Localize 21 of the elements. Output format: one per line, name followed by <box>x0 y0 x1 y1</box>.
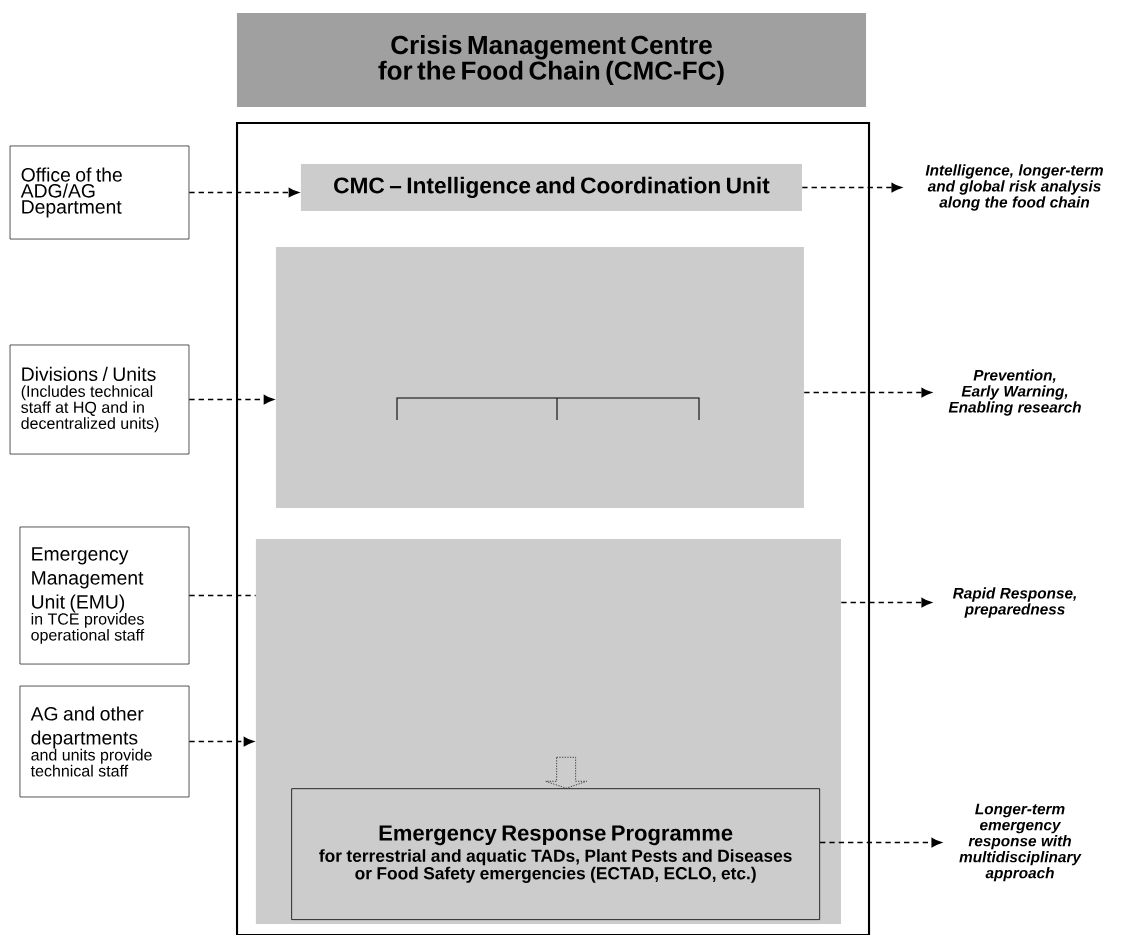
source-box: Office of the ADG/AG Department <box>9 145 190 240</box>
source-box: Emergency Management Unit (EMU) in TCE provides operational staff <box>19 526 190 665</box>
arrow <box>188 394 274 405</box>
panel-box <box>275 246 804 508</box>
source-box: AG and other departments and units provide technical staff <box>19 685 190 798</box>
outcome-text: Prevention, Early Warning, Enabling research <box>948 369 1081 416</box>
arrow <box>801 182 902 193</box>
arrow <box>188 736 254 747</box>
programme-box: Emergency Response Programme for terrestrial and aquatic TADs, Plant Pests and Diseases or Food Safety emergencies (ECTAD, ECLO, etc.) <box>291 788 821 920</box>
centre-frame <box>235 121 871 935</box>
title-banner: Crisis Management Centre for the Food Chain (CMC-FC) <box>236 13 867 107</box>
arrow <box>819 837 942 848</box>
outcome-text: Longer-term emergency response with multidisciplinary approach <box>959 803 1082 882</box>
block-arrow <box>545 756 587 789</box>
unit-box: CMC – Intelligence and Coordination Unit <box>300 163 802 211</box>
arrow <box>803 387 932 398</box>
arrow <box>840 597 932 608</box>
source-box: Divisions / Units (Includes technical staff at HQ and in decentralized units) <box>9 344 190 455</box>
arrow <box>188 187 299 198</box>
outcome-text: Rapid Response, preparedness <box>953 587 1076 618</box>
outcome-text: Intelligence, longer-term and global risk analysis along the food chain <box>925 164 1103 211</box>
